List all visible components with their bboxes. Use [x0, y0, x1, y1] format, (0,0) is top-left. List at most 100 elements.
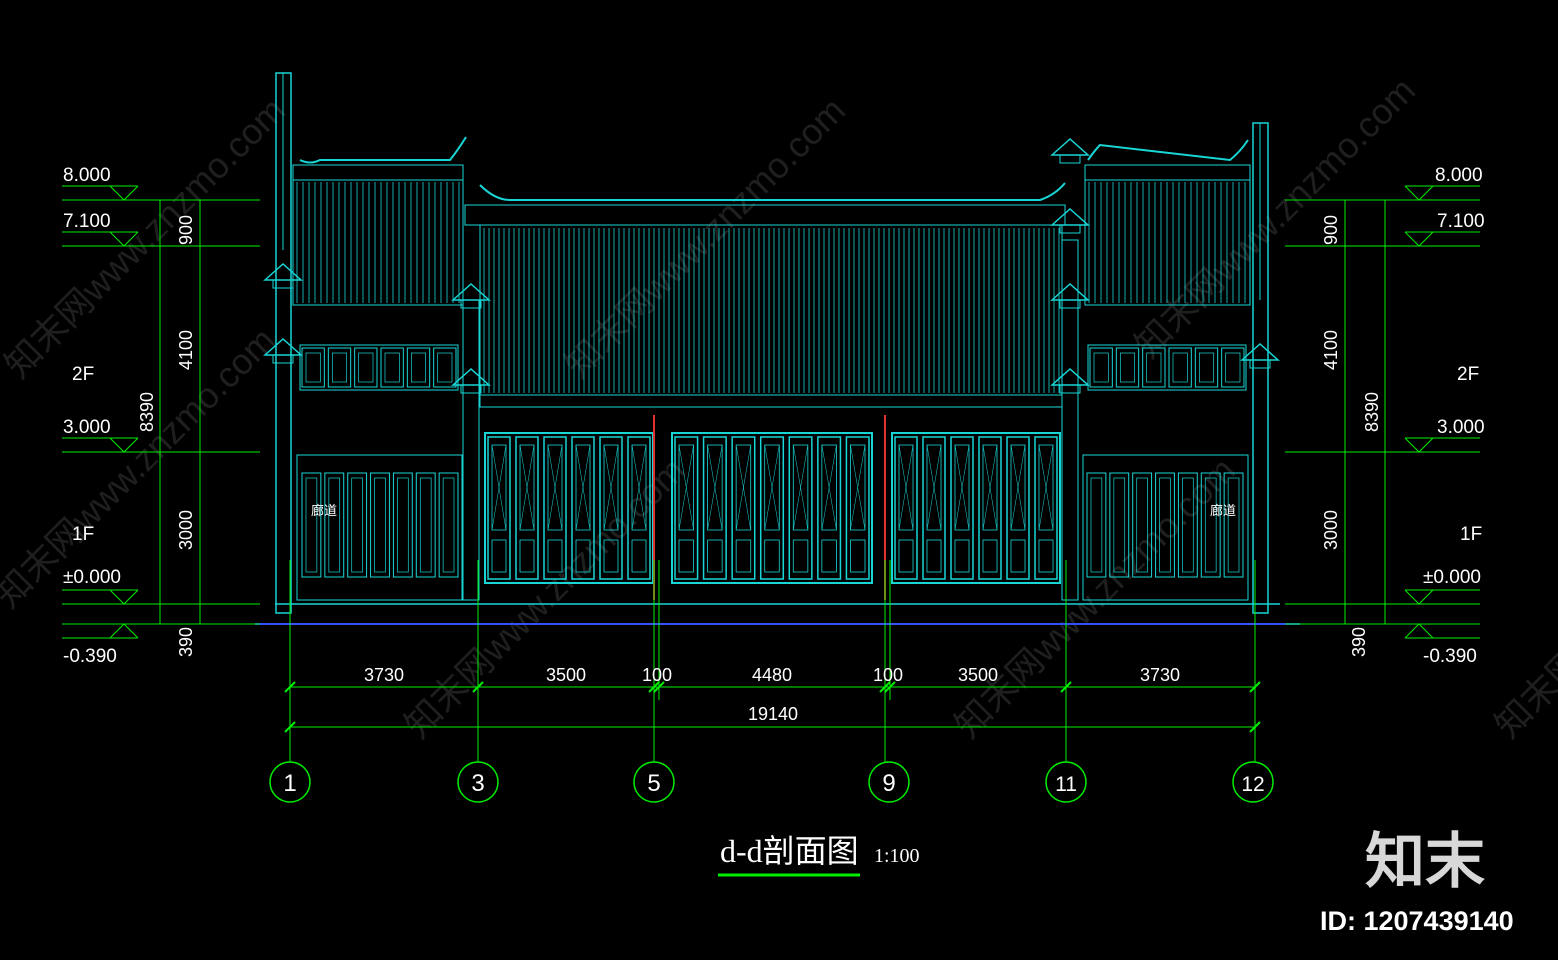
left-2f-windows: [301, 347, 457, 388]
watermark-text: 知末网www.znzmo.com: [1127, 69, 1423, 365]
right-1f-frame: [1082, 454, 1249, 601]
door-lattice-pattern: [926, 444, 942, 531]
axis3-column: [462, 299, 480, 601]
axis-label-1: 1: [283, 770, 296, 797]
building-elevation: 廊道 廊道: [255, 72, 1300, 625]
post-cap-base: [1059, 154, 1081, 164]
vdim-390-right: 390: [1349, 627, 1369, 657]
window-lattice: [437, 352, 453, 383]
window-lattice: [1090, 477, 1103, 573]
right-wing-roof-slats: [1088, 182, 1246, 303]
vdim-8390-right: 8390: [1362, 392, 1382, 432]
right-1f-windows: [1086, 472, 1244, 578]
window-lattice: [442, 477, 455, 573]
door-lattice-pattern: [764, 444, 780, 531]
window-panel: [1200, 472, 1221, 578]
post-cap-base: [272, 279, 294, 289]
central-roof-ridge: [479, 182, 1066, 201]
door-lattice-pattern: [491, 444, 507, 531]
window-panel: [1115, 347, 1140, 388]
level-8000-left: 8.000: [63, 165, 111, 186]
horizontal-dimensions: 3730 3500 100 4480 100 3500 3730 19140 1…: [269, 560, 1274, 803]
axis-label-12: 12: [1241, 773, 1264, 796]
vdim-3000-right: 3000: [1321, 510, 1341, 550]
door-leaf: [731, 436, 756, 580]
door-lower-panel: [926, 539, 942, 573]
level-0000-right: ±0.000: [1423, 567, 1481, 588]
door-lattice: [603, 444, 619, 531]
level-3000-right: 3.000: [1437, 417, 1485, 438]
door-lattice: [898, 444, 914, 531]
vdim-390-left: 390: [176, 627, 196, 657]
door-lower-panel: [982, 539, 998, 573]
corridor-label-right: 廊道: [1210, 503, 1236, 518]
right-wing-roof-ridge: [1087, 139, 1249, 162]
scale-label: 1:100: [874, 845, 920, 867]
level-minus390-left: -0.390: [63, 646, 117, 667]
door-lattice-pattern: [982, 444, 998, 531]
door-leaf: [1006, 436, 1030, 580]
door-lattice: [631, 444, 647, 531]
vdim-3000-left: 3000: [176, 510, 196, 550]
door-leaf: [487, 436, 511, 580]
hdim-3730-b: 3730: [1140, 665, 1180, 685]
door-leaf: [1034, 436, 1058, 580]
door-lattice: [575, 444, 591, 531]
post-cap: [1050, 367, 1090, 386]
window-lattice: [1093, 352, 1109, 383]
central-lattice-doors: [484, 432, 1061, 584]
post-cap: [1050, 282, 1090, 301]
window-panel: [1221, 347, 1245, 388]
axis-label-11: 11: [1055, 773, 1077, 796]
window-lattice: [410, 352, 427, 383]
window-panel: [1194, 347, 1219, 388]
door-lattice-pattern: [1038, 444, 1054, 531]
window-panel: [301, 472, 322, 578]
post-cap-base: [272, 354, 294, 364]
door-lower-panel: [1038, 539, 1054, 573]
door-lattice: [547, 444, 563, 531]
level-7100-left: 7.100: [63, 211, 111, 232]
right-2f-window-band: [1087, 344, 1247, 391]
window-lattice: [397, 477, 409, 573]
window-lattice: [1172, 352, 1188, 383]
central-roof-face: [479, 224, 1063, 396]
window-panel: [392, 472, 413, 578]
central-roof-slats: [483, 228, 1060, 393]
axis-label-5: 5: [647, 770, 660, 797]
door-lower-panel: [735, 539, 752, 573]
watermark-text: 知末网www.znzmo.com: [1487, 449, 1558, 745]
door-lower-panel: [764, 539, 780, 573]
door-lattice-pattern: [678, 444, 694, 531]
window-panel: [1086, 472, 1107, 578]
door-frame: [671, 432, 873, 584]
door-leaf: [978, 436, 1002, 580]
door-lattice: [764, 444, 780, 531]
window-panel: [347, 472, 368, 578]
brand-logo: 知末: [1365, 828, 1485, 895]
corridor-label-left: 廊道: [311, 503, 337, 518]
door-lower-panel: [898, 539, 914, 573]
door-lattice: [926, 444, 942, 531]
window-panel: [354, 347, 378, 388]
post-cap-base: [460, 299, 482, 309]
post-cap-base: [1059, 224, 1081, 234]
vdim-900-left: 900: [176, 215, 196, 245]
level-0000-left: ±0.000: [63, 567, 121, 588]
door-lower-panel: [707, 539, 723, 573]
door-leaf: [894, 436, 918, 580]
window-panel: [1089, 347, 1113, 388]
central-eave: [464, 204, 1066, 226]
vdim-8390-left: 8390: [137, 392, 157, 432]
window-panel: [327, 347, 352, 388]
door-lower-panel: [821, 539, 837, 573]
left-wing-eave: [292, 164, 464, 181]
window-panel: [301, 347, 325, 388]
door-leaf: [922, 436, 946, 580]
door-leaf: [950, 436, 974, 580]
right-wing-upper-wall: [1084, 179, 1251, 306]
floor-1f-left: 1F: [72, 524, 94, 545]
door-lower-panel: [954, 539, 970, 573]
door-lower-panel: [603, 539, 619, 573]
